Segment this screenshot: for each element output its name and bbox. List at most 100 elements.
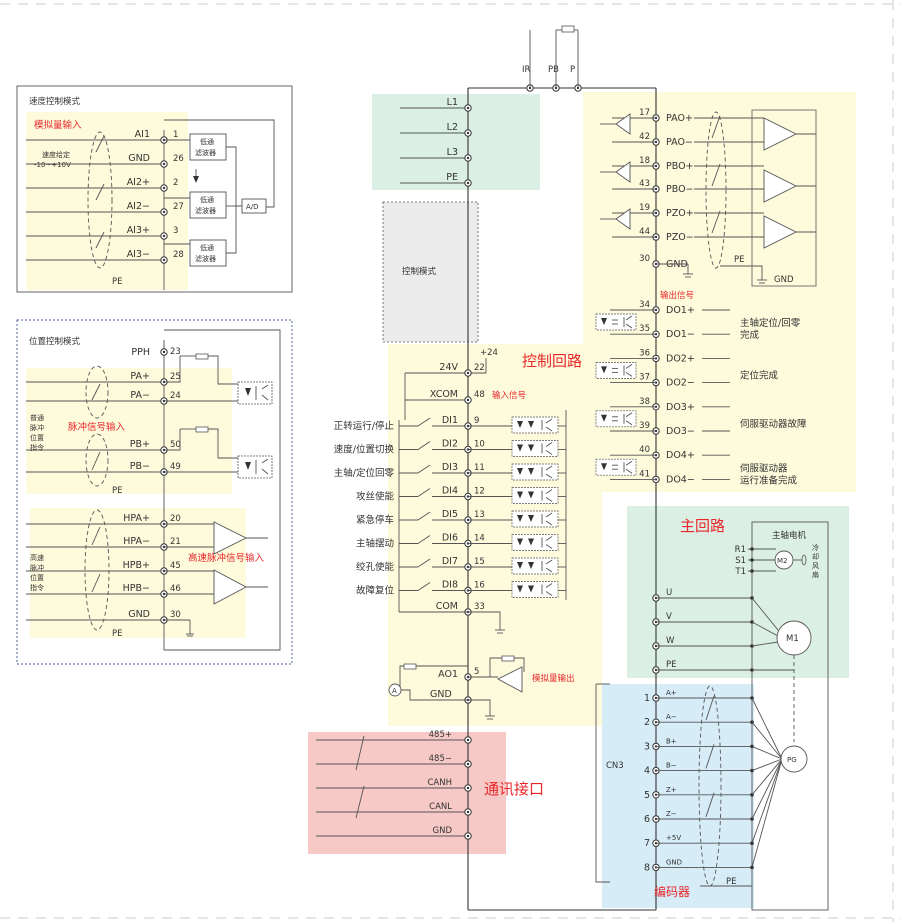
enc-pin-7: 8 xyxy=(644,862,650,873)
di-optocoupler-0 xyxy=(511,416,559,434)
speed-signal-2: AI2+ xyxy=(127,177,150,188)
enc-pin-2: 3 xyxy=(644,741,650,752)
pos-pin-4: 20 xyxy=(170,514,181,524)
di-func-6: 绞孔使能 xyxy=(356,561,395,573)
ammeter-label: A xyxy=(392,687,397,695)
enc-pin-1: 2 xyxy=(644,717,650,728)
fan-text-2: 风 xyxy=(812,562,819,570)
pos-signal-1: PA− xyxy=(130,390,150,401)
speed-pe-label: PE xyxy=(112,277,123,287)
do-optocoupler-3 xyxy=(595,458,637,476)
di-func-1: 速度/位置切换 xyxy=(334,444,395,456)
svg-text:滤波器: 滤波器 xyxy=(195,148,216,157)
uvw-label-2: W xyxy=(666,636,675,646)
fan-text-3: 扇 xyxy=(812,570,819,579)
do-signal-6: DO4+ xyxy=(666,450,695,461)
do-signal-1: DO1− xyxy=(666,329,695,340)
pos-signal-8: GND xyxy=(128,609,150,620)
pulse-input-label: 脉冲信号输入 xyxy=(68,421,126,433)
enc-signal-4: Z+ xyxy=(666,786,677,794)
do-func-7-0: 伺服驱动器 xyxy=(740,462,788,474)
normal-pulse-text-2: 位置 xyxy=(30,433,44,442)
output-signal-label: 输出信号 xyxy=(660,290,694,301)
pph-pin: 23 xyxy=(170,347,181,357)
comm-title: 通讯接口 xyxy=(484,780,544,798)
do-signal-5: DO3− xyxy=(666,426,695,437)
power-label-1: L2 xyxy=(447,122,458,133)
normal-pulse-text-0: 普通 xyxy=(30,413,44,422)
main-loop-title: 主回路 xyxy=(680,517,725,535)
di-pin-5: 14 xyxy=(474,534,485,544)
speed-pin-3: 27 xyxy=(173,202,184,212)
di-optocoupler-1 xyxy=(511,440,559,457)
di-pin-1: 10 xyxy=(474,440,485,450)
enc-out-signal-1: PAO− xyxy=(666,137,693,148)
do-func-7-1: 运行准备完成 xyxy=(740,474,798,486)
di-pin-3: 12 xyxy=(474,487,485,497)
enc-out-gnd-right: GND xyxy=(774,275,794,285)
pos-signal-6: HPB+ xyxy=(123,560,150,571)
enc-out-pin-1: 42 xyxy=(639,132,650,142)
enc-pin-5: 6 xyxy=(644,814,650,825)
di-func-5: 主轴摆动 xyxy=(356,538,394,550)
pos-mode-title: 位置控制模式 xyxy=(29,336,81,347)
hs-pulse-text-1: 脉冲 xyxy=(30,563,44,572)
di-signal-7: DI8 xyxy=(442,580,458,591)
ao-pin: 5 xyxy=(474,667,479,677)
power-label-3: PE xyxy=(446,172,458,183)
speed-ref-range: -10~+10V xyxy=(34,161,71,169)
ctrl-pin-1: 48 xyxy=(474,390,485,400)
pos-shield-ellipse-a xyxy=(85,365,109,419)
do-pin-2: 36 xyxy=(639,348,650,358)
speed-signal-1: GND xyxy=(128,153,150,164)
uvw-label-3: PE xyxy=(666,660,677,670)
svg-text:低通: 低通 xyxy=(200,137,214,146)
di-optocoupler-2 xyxy=(511,463,559,481)
v24-label: +24 xyxy=(480,348,498,358)
top-term-label-1: PB xyxy=(548,65,559,75)
enc-out-signal-2: PBO+ xyxy=(666,161,694,172)
enc-signal-7: GND xyxy=(666,858,682,866)
fan-text-0: 冷 xyxy=(812,543,819,552)
di-optocoupler-6 xyxy=(511,557,559,575)
speed-pin-2: 2 xyxy=(173,178,178,188)
enc-out-pin-4: 19 xyxy=(639,203,650,213)
enc-out-pin-0: 17 xyxy=(639,108,650,118)
di-signal-5: DI6 xyxy=(442,533,458,544)
speed-signal-0: AI1 xyxy=(135,129,150,140)
svg-text:A/D: A/D xyxy=(246,203,259,211)
pos-pin-6: 45 xyxy=(170,561,181,571)
enc-out-pin-3: 43 xyxy=(639,179,650,189)
svg-text:低通: 低通 xyxy=(200,243,214,252)
uvw-label-1: V xyxy=(666,612,672,622)
do-pin-6: 40 xyxy=(639,445,650,455)
do-optocoupler-2 xyxy=(595,410,637,428)
pos-pin-8: 30 xyxy=(170,610,181,620)
do-pin-5: 39 xyxy=(639,421,650,431)
ctrl-pin-0: 22 xyxy=(474,363,485,373)
ao-gnd-signal: GND xyxy=(430,689,452,700)
di-signal-0: DI1 xyxy=(442,415,458,426)
enc-out-signal-5: PZO− xyxy=(666,232,694,243)
pos-signal-3: PB− xyxy=(130,461,150,472)
comm-signal-3: CANL xyxy=(429,802,452,812)
hs-pulse-text-0: 高速 xyxy=(30,553,44,562)
amp-hpb xyxy=(213,569,247,605)
di-pin-4: 13 xyxy=(474,510,485,520)
speed-ref-label: 速度给定 xyxy=(42,150,70,159)
comm-signal-1: 485− xyxy=(429,754,452,764)
di-signal-3: DI4 xyxy=(442,486,458,497)
pos-shield-ellipse-hs xyxy=(84,509,110,631)
do-func-1-1: 完成 xyxy=(740,329,760,341)
pg-sensor xyxy=(780,745,808,773)
